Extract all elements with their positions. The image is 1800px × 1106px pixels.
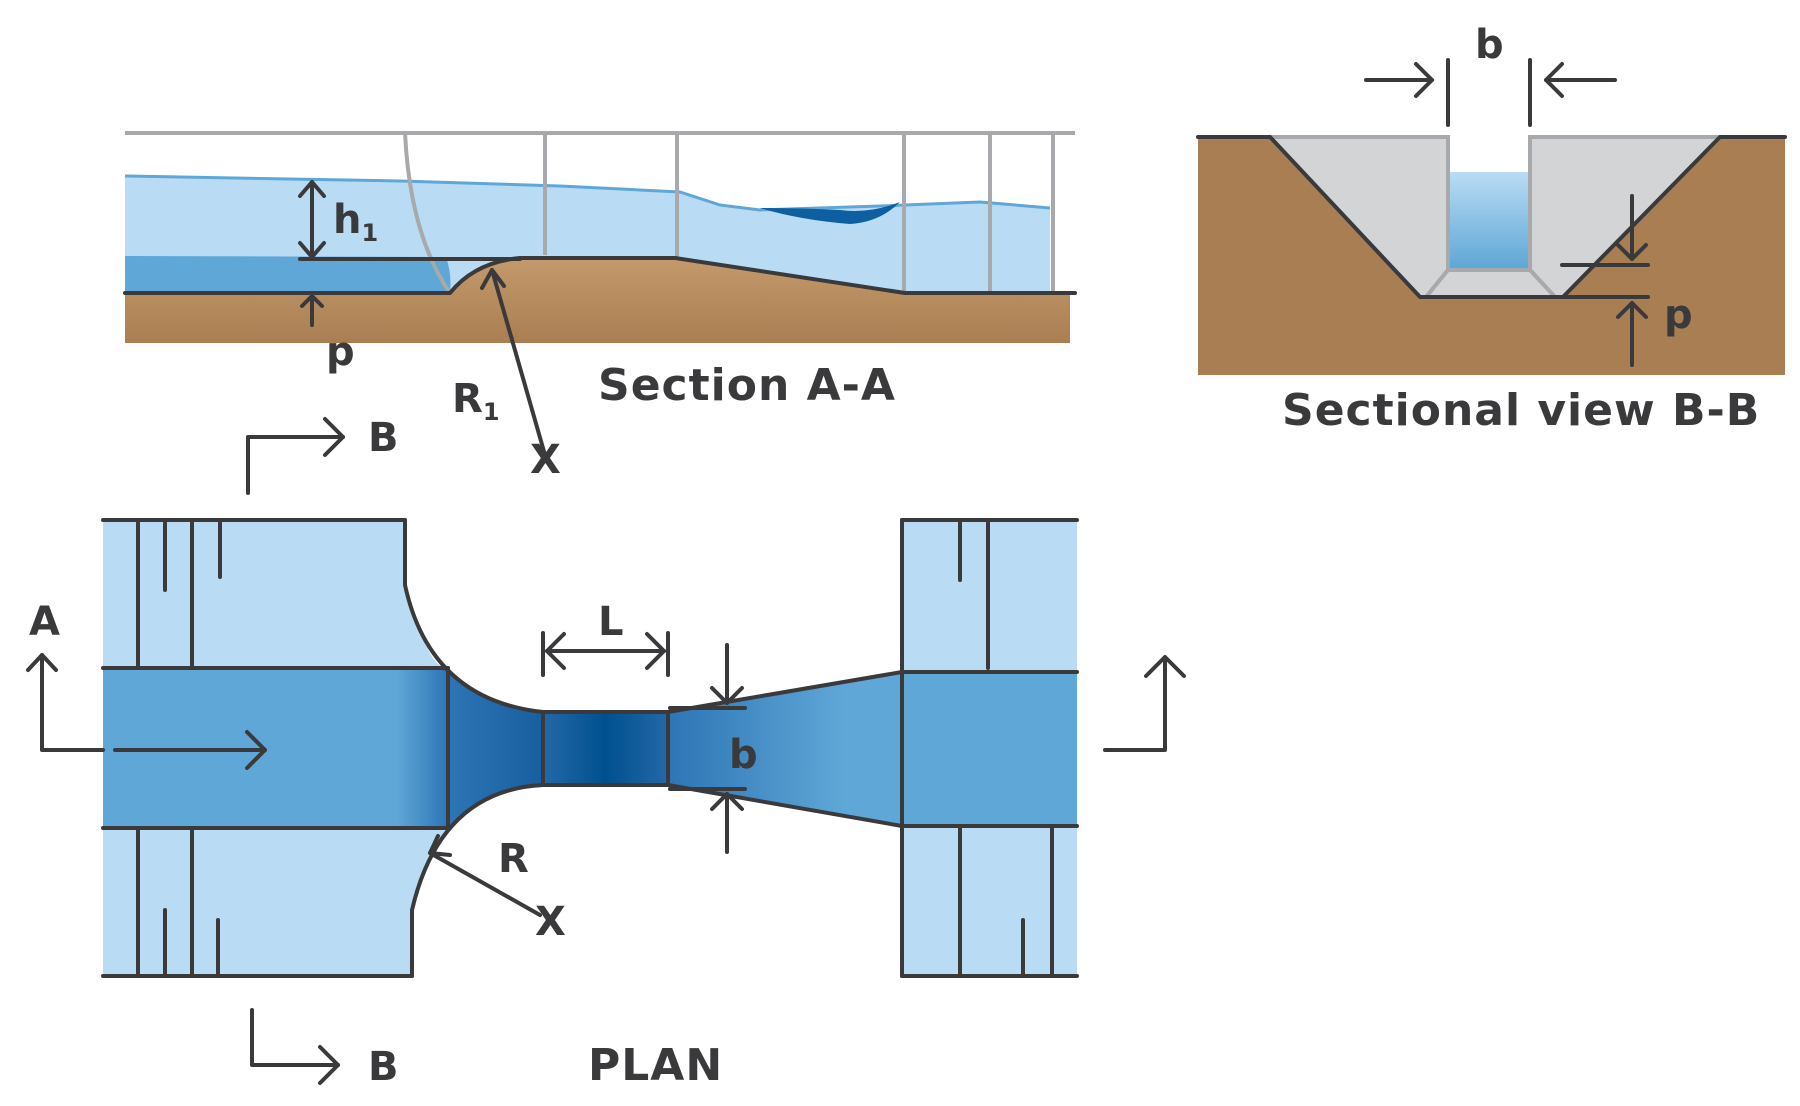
section-bb-soil bbox=[1198, 137, 1785, 375]
plan-diverging-section bbox=[668, 672, 902, 826]
plan-outlet-channel bbox=[902, 672, 1077, 826]
plan-title: PLAN bbox=[588, 1040, 723, 1091]
h1-label: h1 bbox=[333, 197, 378, 247]
plan-r-label: R bbox=[498, 836, 529, 882]
section-aa: X h1 p R1 Section A-A bbox=[123, 131, 1077, 483]
plan-x-label: X bbox=[535, 899, 566, 945]
plan-b-bottom-label: B bbox=[368, 1044, 399, 1090]
plan-converging-section bbox=[448, 668, 543, 828]
plan-throat bbox=[543, 712, 668, 785]
plan-b-top-label: B bbox=[368, 415, 399, 461]
plan-b-label: b bbox=[729, 732, 758, 778]
curved-rail bbox=[403, 132, 452, 295]
section-bb-p-label: p bbox=[1664, 292, 1693, 338]
section-bb-water bbox=[1450, 172, 1528, 268]
plan-l-label: L bbox=[598, 599, 624, 645]
section-aa-water-surface bbox=[124, 174, 1051, 212]
plan-view: L b R X A B B PLAN bbox=[26, 415, 1186, 1091]
r1-label: R1 bbox=[452, 376, 500, 426]
section-aa-soil bbox=[125, 258, 1070, 343]
upstream-pool bbox=[125, 256, 451, 293]
section-bb: b p Sectional view B-B bbox=[1196, 22, 1787, 436]
plan-outlet-wing-bottom bbox=[902, 826, 1077, 976]
section-bb-b-label: b bbox=[1475, 22, 1504, 68]
plan-a-label: A bbox=[29, 599, 60, 645]
section-aa-x-label: X bbox=[530, 437, 561, 483]
plan-inlet-wing-bottom bbox=[103, 828, 448, 976]
section-aa-p-label: p bbox=[326, 329, 355, 375]
hydraulic-jump bbox=[760, 202, 900, 224]
section-bb-title: Sectional view B-B bbox=[1282, 385, 1760, 436]
section-aa-title: Section A-A bbox=[598, 360, 896, 411]
